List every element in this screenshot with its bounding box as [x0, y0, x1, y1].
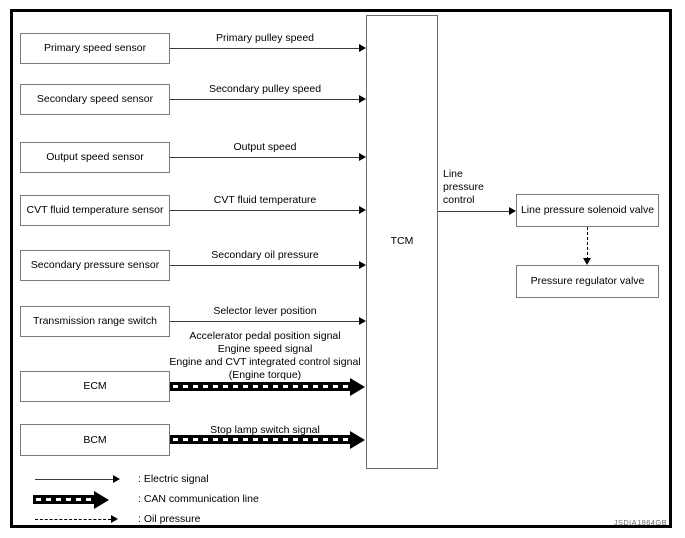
electric-signal-icon [28, 470, 133, 490]
input-box-transmission-range-switch[interactable]: Transmission range switch [20, 306, 170, 337]
signal-label-secondary-oil-pressure: Secondary oil pressure [211, 249, 319, 261]
signal-label-secondary-pulley-speed: Secondary pulley speed [208, 83, 322, 95]
signal-label-cvt-fluid-temperature: CVT fluid temperature [213, 194, 317, 206]
figure-id-watermark: JSDIA1864GB [613, 518, 667, 527]
signal-line-secondary-pulley-speed [170, 99, 359, 100]
signal-line-cvt-fluid-temperature [170, 210, 359, 211]
input-box-label: Secondary pressure sensor [30, 259, 160, 272]
input-box-label: Transmission range switch [33, 315, 157, 328]
oil-pressure-arrow-solenoid-to-regulator [583, 258, 591, 265]
signal-arrow-selector-lever-position [359, 316, 366, 325]
tcm-label: TCM [390, 235, 414, 247]
input-box-bcm[interactable]: BCM [20, 424, 170, 456]
input-box-label: ECM [83, 380, 107, 393]
can-arrow-bcm [350, 430, 365, 449]
legend-row-oil-pressure: : Oil pressure [28, 510, 328, 530]
tcm-box[interactable] [366, 15, 438, 469]
legend: : Electric signal : CAN communication li… [28, 470, 328, 530]
input-box-primary-speed-sensor[interactable]: Primary speed sensor [20, 33, 170, 64]
legend-row-electric-signal: : Electric signal [28, 470, 328, 490]
input-box-output-speed-sensor[interactable]: Output speed sensor [20, 142, 170, 173]
line-pressure-control-label: Line pressure control [443, 168, 484, 207]
signal-label-line: Engine speed signal [217, 343, 313, 355]
oil-pressure-line-solenoid-to-regulator [587, 227, 588, 260]
signal-line-output-speed [170, 157, 359, 158]
output-box-pressure-regulator-valve[interactable]: Pressure regulator valve [516, 265, 659, 298]
signal-label-stop-lamp-switch-signal: Stop lamp switch signal [210, 424, 320, 436]
signal-label-line: Engine and CVT integrated control signal [169, 356, 361, 368]
input-box-label: Primary speed sensor [43, 42, 147, 55]
signal-label-primary-pulley-speed: Primary pulley speed [215, 32, 315, 44]
input-box-label: Output speed sensor [46, 151, 144, 164]
signal-line-primary-pulley-speed [170, 48, 359, 49]
input-box-secondary-speed-sensor[interactable]: Secondary speed sensor [20, 84, 170, 115]
legend-row-can-communication-line: : CAN communication line [28, 490, 328, 510]
diagram-outer-frame [10, 9, 672, 528]
signal-arrow-primary-pulley-speed [359, 43, 366, 52]
legend-label: : Oil pressure [138, 513, 201, 525]
line-pressure-control-label-line: pressure [443, 181, 484, 193]
input-box-ecm[interactable]: ECM [20, 371, 170, 402]
signal-arrow-secondary-pulley-speed [359, 94, 366, 103]
signal-label-line: (Engine torque) [228, 369, 302, 381]
signal-line-secondary-oil-pressure [170, 265, 359, 266]
can-line-ecm [170, 382, 352, 391]
signal-label-selector-lever-position: Selector lever position [213, 305, 317, 317]
line-pressure-control-label-line: Line [443, 168, 463, 180]
input-box-label: BCM [83, 433, 107, 446]
signal-label-ecm-can-signals: Accelerator pedal position signal Engine… [160, 330, 370, 382]
input-box-label: Secondary speed sensor [36, 93, 154, 106]
input-box-secondary-pressure-sensor[interactable]: Secondary pressure sensor [20, 250, 170, 281]
input-box-cvt-fluid-temperature-sensor[interactable]: CVT fluid temperature sensor [20, 195, 170, 226]
can-arrow-ecm [350, 377, 365, 396]
can-communication-line-icon [28, 490, 133, 510]
line-pressure-control-label-line: control [443, 194, 475, 206]
signal-arrow-output-speed [359, 152, 366, 161]
output-box-label: Pressure regulator valve [530, 275, 645, 288]
signal-arrow-cvt-fluid-temperature [359, 205, 366, 214]
signal-line-selector-lever-position [170, 321, 359, 322]
oil-pressure-icon [28, 510, 133, 530]
output-arrow-line-pressure-control [509, 206, 516, 215]
input-box-label: CVT fluid temperature sensor [26, 204, 164, 217]
can-line-bcm [170, 435, 352, 444]
signal-label-line: Accelerator pedal position signal [189, 330, 341, 342]
output-box-label: Line pressure solenoid valve [520, 204, 655, 217]
output-box-line-pressure-solenoid-valve[interactable]: Line pressure solenoid valve [516, 194, 659, 227]
legend-label: : Electric signal [138, 473, 209, 485]
output-line-line-pressure-control [438, 211, 509, 212]
signal-label-output-speed: Output speed [233, 141, 297, 153]
legend-label: : CAN communication line [138, 493, 259, 505]
signal-arrow-secondary-oil-pressure [359, 260, 366, 269]
